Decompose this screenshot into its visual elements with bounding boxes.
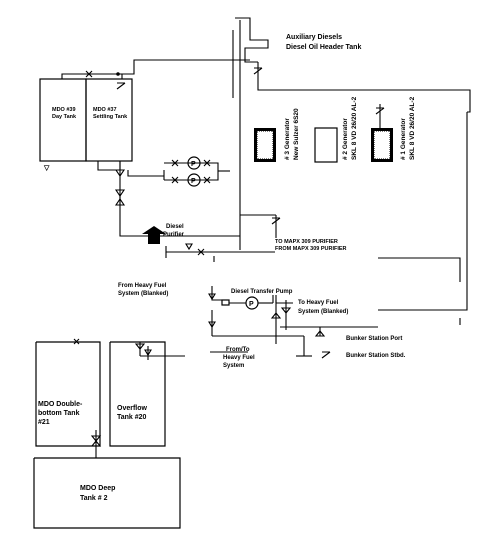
- tank-top-piping: [61, 59, 250, 90]
- right-return-line: [378, 257, 461, 325]
- filter-pump-set: P P: [164, 156, 230, 187]
- from-to-hfo-label-1: From/To: [226, 347, 250, 353]
- generator-1-label-1: # 1 Generator: [400, 118, 407, 160]
- generator-2-label-2: SKL 8 VD 26/20 AL-2: [351, 96, 358, 160]
- generator-3-label-2: New Sulzer 6S20: [293, 108, 300, 160]
- double-bottom-tank: MDO Double- bottom Tank #21: [35, 338, 101, 447]
- double-bottom-label-2: bottom Tank: [38, 410, 80, 417]
- transfer-pump-system: From Heavy Fuel System (Blanked) Diesel …: [118, 283, 406, 359]
- to-purifier-label: TO MAPX 309 PURIFIER: [275, 239, 338, 245]
- generator-3: # 3 Generator New Sulzer 6S20: [254, 108, 300, 162]
- transfer-pump-icon: P: [249, 301, 254, 308]
- diesel-purifier-label-2: Purifier: [163, 232, 185, 238]
- aux-tank-title-line2: Diesel Oil Header Tank: [286, 44, 361, 51]
- aux-tank-title-line1: Auxiliary Diesels: [286, 34, 342, 41]
- mdo-settling-tank-label-2: Settling Tank: [93, 114, 128, 120]
- mdo-day-tank: MDO #39 Day Tank ▽: [39, 78, 87, 172]
- bunker-port-label: Bunker Station Port: [346, 336, 402, 342]
- from-purifier-label: FROM MAPX 309 PURIFIER: [275, 246, 347, 252]
- to-hfo-label-1: To Heavy Fuel: [298, 300, 339, 306]
- overflow-label-2: Tank #20: [117, 414, 147, 421]
- aux-header-tank: Auxiliary Diesels Diesel Oil Header Tank: [235, 17, 361, 75]
- transfer-pump-label: Diesel Transfer Pump: [231, 289, 293, 295]
- generator-2-label-1: # 2 Generator: [342, 118, 349, 160]
- mdo-day-tank-label-2: Day Tank: [52, 114, 77, 120]
- double-bottom-label-3: #21: [38, 419, 50, 426]
- deep-tank-label-1: MDO Deep: [80, 485, 115, 492]
- generator-1: # 1 Generator SKL 8 VD 26/20 AL-2: [371, 96, 416, 162]
- generator-3-label-1: # 3 Generator: [284, 118, 291, 160]
- pump-lower-icon: P: [191, 178, 196, 185]
- pump-upper-icon: P: [191, 161, 196, 168]
- mdo-deep-tank: MDO Deep Tank # 2: [33, 430, 181, 529]
- double-bottom-label-1: MDO Double-: [38, 401, 83, 408]
- day-tank-drain-icon: ▽: [43, 165, 50, 172]
- overflow-label-1: Overflow: [117, 405, 148, 412]
- generator-2: # 2 Generator SKL 8 VD 26/20 AL-2: [314, 96, 358, 163]
- header-supply-line: [232, 20, 471, 311]
- overflow-tank: Overflow Tank #20 From/To Heavy Fuel Sys…: [109, 341, 255, 447]
- diesel-purifier-label-1: Diesel: [166, 224, 184, 230]
- from-hfo-label-2: System (Blanked): [118, 291, 168, 297]
- mdo-day-tank-label-1: MDO #39: [52, 107, 76, 113]
- to-hfo-label-2: System (Blanked): [298, 309, 348, 315]
- generator-1-label-2: SKL 8 VD 26/20 AL-2: [409, 96, 416, 160]
- bunker-stbd-label: Bunker Station Stbd.: [346, 353, 406, 359]
- mdo-settling-tank: MDO #37 Settling Tank: [85, 78, 133, 162]
- diesel-purifier: Diesel Purifier TO MAPX 309 PURIFIER FRO…: [142, 214, 347, 262]
- from-hfo-label-1: From Heavy Fuel: [118, 283, 167, 289]
- mdo-settling-tank-label-1: MDO #37: [93, 107, 117, 113]
- deep-tank-label-2: Tank # 2: [80, 495, 108, 502]
- tank-outlet-piping: [97, 161, 240, 237]
- from-to-hfo-label-3: System: [223, 363, 244, 369]
- generator-feed-lines: [375, 104, 385, 128]
- from-to-hfo-label-2: Heavy Fuel: [223, 355, 255, 361]
